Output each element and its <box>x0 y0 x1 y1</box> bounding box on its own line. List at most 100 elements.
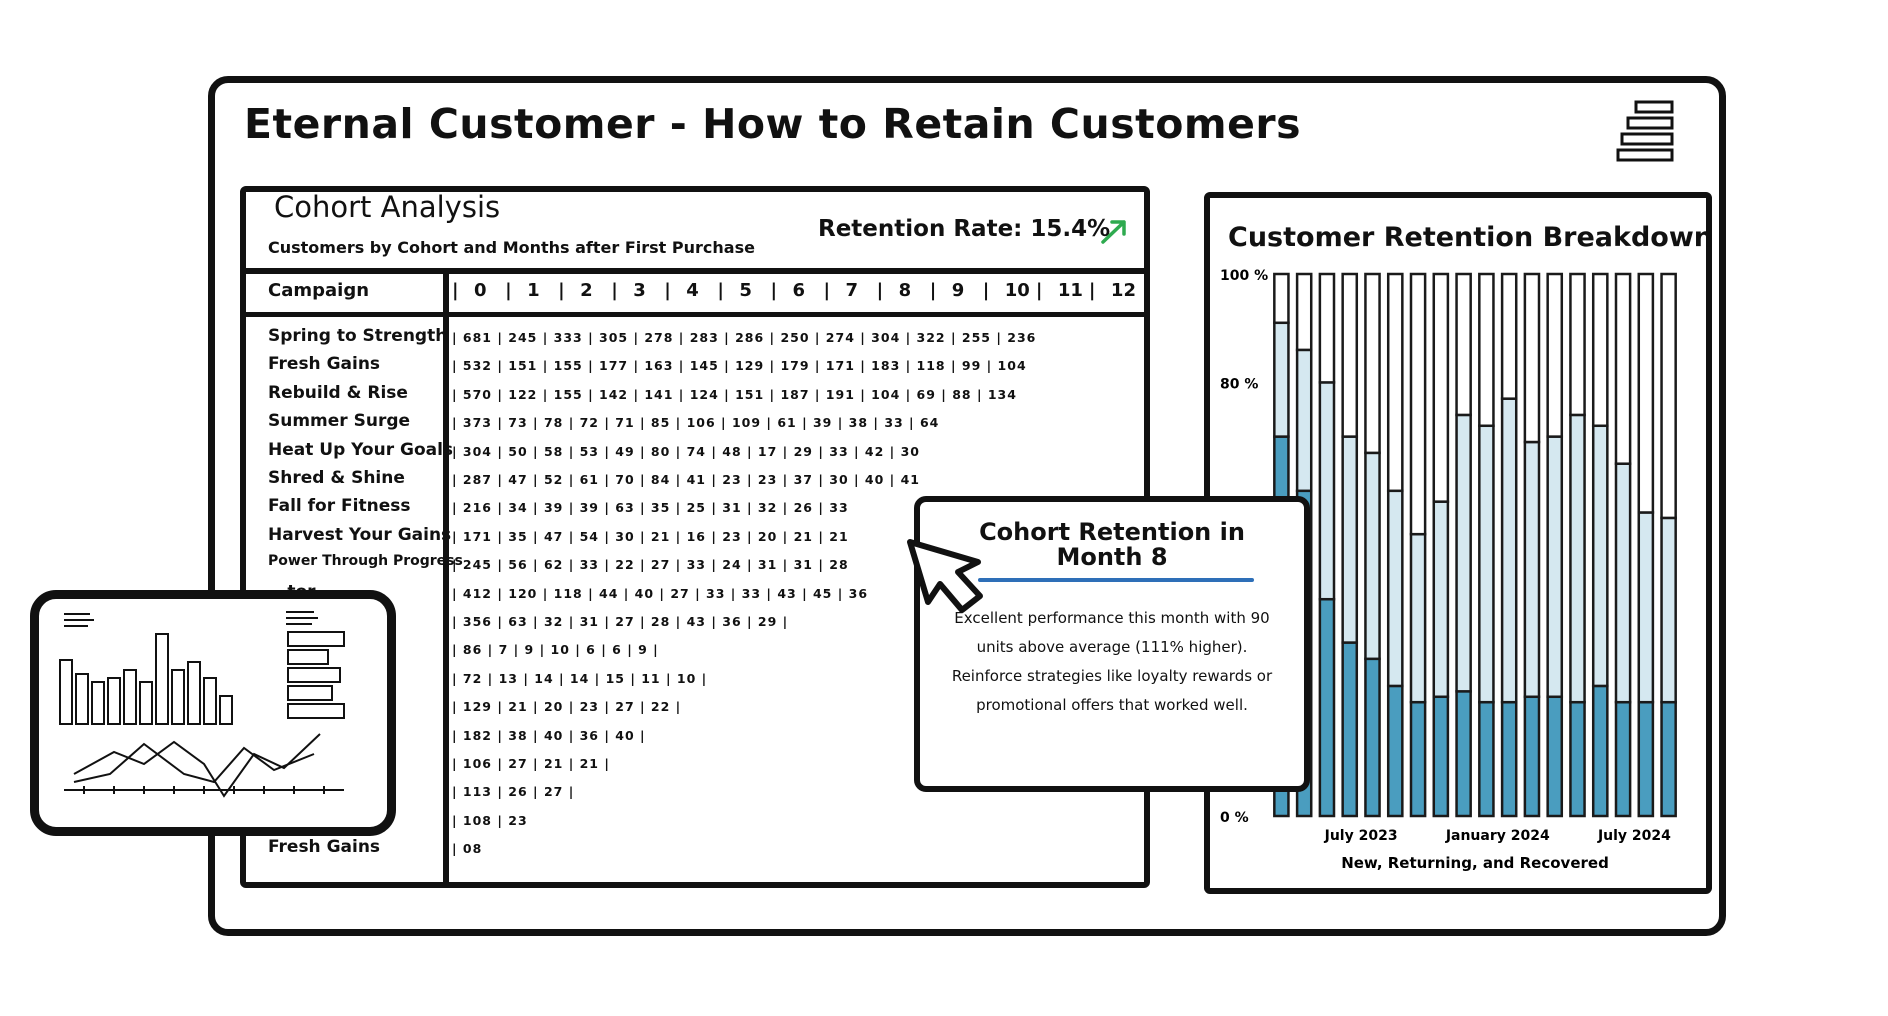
month-header-3: 3 <box>633 280 646 301</box>
month-separator: | <box>982 280 990 301</box>
bar-new <box>1614 700 1632 818</box>
bar-returning <box>1364 451 1381 661</box>
callout-title: Cohort Retention in Month 8 <box>979 518 1245 571</box>
bar-recovered <box>1523 272 1541 444</box>
month-header-10: 10 <box>1004 280 1030 301</box>
trend-up-arrow-icon <box>1101 220 1126 244</box>
month-header-1: 1 <box>527 280 540 301</box>
month-separator: | <box>1088 280 1096 301</box>
month-separator: | <box>1035 280 1043 301</box>
cohort-values: | 532 | 151 | 155 | 177 | 163 | 145 | 12… <box>452 358 1027 374</box>
cohort-values: | 287 | 47 | 52 | 61 | 70 | 84 | 41 | 23… <box>452 472 920 487</box>
bar-recovered <box>1273 272 1290 325</box>
bar-returning <box>1523 440 1541 699</box>
cohort-campaign-name: Fresh Gains <box>268 837 381 858</box>
month-header-9: 9 <box>951 280 965 301</box>
bar-returning <box>1409 532 1427 704</box>
cohort-row: Rebuild & Rise | 570 | 122 | 155 | 142 | … <box>256 383 1136 409</box>
bar-returning <box>1546 435 1564 699</box>
cohort-values: | 373 | 73 | 78 | 72 | 71 | 85 | 106 | 1… <box>452 415 940 431</box>
bar-returning <box>1614 462 1632 704</box>
bar-recovered <box>1386 272 1404 493</box>
cohort-title: Cohort Analysis <box>274 190 501 224</box>
bar-recovered <box>1455 272 1472 417</box>
cohort-row: Fresh Gains | 08 <box>256 837 1136 863</box>
cohort-values: | 182 | 38 | 40 | 36 | 40 | <box>452 727 646 743</box>
cohort-values: | 171 | 35 | 47 | 54 | 30 | 21 | 16 | 23… <box>452 528 849 544</box>
cohort-campaign-name: Shred & Shine <box>268 468 405 488</box>
month-separator: | <box>929 280 937 301</box>
header-divider-bottom <box>246 312 1146 317</box>
cohort-values: | 412 | 120 | 118 | 44 | 40 | 27 | 33 | … <box>452 585 869 601</box>
bar-recovered <box>1364 272 1381 455</box>
bar-returning <box>1432 500 1450 699</box>
bar-returning <box>1295 348 1313 493</box>
callout-underline <box>978 578 1254 582</box>
month-header-5: 5 <box>739 280 752 301</box>
month-header-0: 0 <box>474 280 487 301</box>
bar-recovered <box>1478 272 1495 428</box>
cohort-values: | 86 | 7 | 9 | 10 | 6 | 6 | 9 | <box>452 642 659 658</box>
month-separator: | <box>823 280 831 301</box>
cohort-campaign-name: Power Through Progress <box>268 553 463 570</box>
month-header-4: 4 <box>686 280 699 301</box>
cohort-row: Heat Up Your Goals| 304 | 50 | 58 | 53 |… <box>256 440 1136 466</box>
bar-new <box>1523 695 1541 818</box>
bar-returning <box>1273 321 1290 438</box>
cohort-row: Fresh Gains | 532 | 151 | 155 | 177 | 163… <box>256 354 1136 380</box>
retention-rate: Retention Rate: 15.4% <box>818 216 1111 242</box>
cohort-campaign-name: Fresh Gains <box>268 354 381 375</box>
month-header-11: 11 <box>1057 280 1083 301</box>
breakdown-title: Customer Retention Breakdown <box>1228 222 1714 253</box>
header-divider <box>246 268 1146 274</box>
cohort-row: Harvest Your Gains| 171 | 35 | 47 | 54 |… <box>256 525 1136 551</box>
bar-new <box>1591 684 1609 818</box>
bar-returning <box>1500 397 1518 704</box>
cohort-campaign-name: Fall for Fitness <box>268 496 411 517</box>
cohort-values: | 113 | 26 | 27 | <box>452 784 575 800</box>
x-axis-label: New, Returning, and Recovered <box>1341 854 1609 872</box>
bar-new <box>1364 657 1381 818</box>
y-tick-label: 100 % <box>1220 268 1268 284</box>
month-separator: | <box>505 280 512 301</box>
cohort-campaign-name: Rebuild & Rise <box>268 382 408 403</box>
month-header-7: 7 <box>845 280 859 301</box>
cohort-values: | 129 | 21 | 20 | 23 | 27 | 22 | <box>452 699 682 715</box>
mouse-pointer-icon <box>907 539 983 613</box>
callout-body: Excellent performance this month with 90… <box>951 609 1273 714</box>
cohort-values: | 681 | 245 | 333 | 305 | 278 | 283 | 28… <box>452 330 1037 345</box>
bar-new <box>1455 690 1472 818</box>
cohort-values: | 356 | 63 | 32 | 31 | 27 | 28 | 43 | 36… <box>452 614 789 629</box>
cohort-values: | 72 | 13 | 14 | 14 | 15 | 11 | 10 | <box>452 670 708 686</box>
cohort-campaign-name: Heat Up Your Goals <box>268 439 454 460</box>
cohort-row: Fall for Fitness| 216 | 34 | 39 | 39 | 6… <box>256 496 1136 522</box>
cohort-row: Shred & Shine | 287 | 47 | 52 | 61 | 70 |… <box>256 468 1136 494</box>
month-headers: |0|1|2|3|4|5|6|7|8|9|10|11|12 <box>452 280 1142 306</box>
bar-returning <box>1386 489 1404 688</box>
month-separator: | <box>770 280 778 301</box>
campaign-column-header: Campaign <box>268 280 370 301</box>
bar-recovered <box>1569 272 1586 417</box>
bar-returning <box>1637 511 1655 704</box>
bar-new <box>1500 700 1518 818</box>
cohort-campaign-name: Summer Surge <box>268 411 411 432</box>
bar-returning <box>1660 516 1677 704</box>
cohort-retention-callout <box>914 496 1310 792</box>
cohort-values: | 570 | 122 | 155 | 142 | 141 | 124 | 15… <box>452 386 1017 402</box>
bar-new <box>1546 695 1564 818</box>
cohort-values: | 106 | 27 | 21 | 21 | <box>452 756 610 771</box>
cohort-row: Power Through Progress| 245 | 56 | 62 | … <box>256 553 1136 579</box>
y-tick-label: 80 % <box>1220 376 1258 392</box>
bar-recovered <box>1500 272 1518 400</box>
cohort-values: | 08 <box>452 841 483 857</box>
bar-stack-icon[interactable] <box>1616 100 1678 166</box>
cohort-values: | 245 | 56 | 62 | 33 | 22 | 27 | 33 | 24… <box>452 557 849 573</box>
month-separator: | <box>452 280 459 301</box>
month-header-12: 12 <box>1110 280 1136 301</box>
cohort-values: | 108 | 23 <box>452 812 528 828</box>
bar-recovered <box>1341 272 1359 438</box>
bar-returning <box>1318 381 1336 601</box>
month-header-6: 6 <box>792 280 805 301</box>
cohort-row: Spring to Strength| 681 | 245 | 333 | 30… <box>256 326 1136 352</box>
bar-recovered <box>1637 272 1655 514</box>
